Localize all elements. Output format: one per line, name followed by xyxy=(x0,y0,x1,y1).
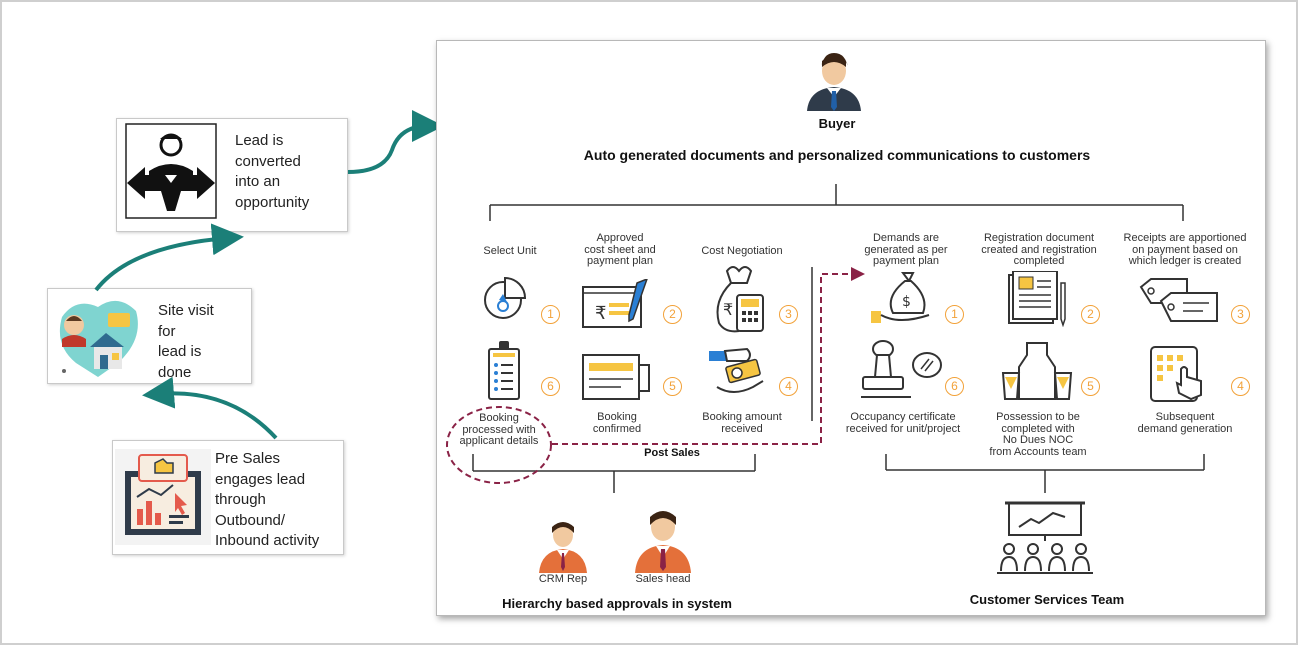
stamp-seal-icon xyxy=(861,340,942,398)
crm-rep-avatar-icon xyxy=(539,522,587,573)
step-number-2: 2 xyxy=(663,305,682,324)
panel-connectors xyxy=(446,184,1205,493)
sales-head-avatar-icon xyxy=(635,511,691,573)
site-visit-house-icon xyxy=(59,300,138,377)
step-cost-sheet-label: Approved cost sheet and payment plan xyxy=(584,232,656,267)
money-bag-calculator-icon: ₹ xyxy=(716,266,764,333)
step-receipts-label: Receipts are apportioned on payment base… xyxy=(1123,232,1247,267)
step-subsequent-demand-label: Subsequent demand generation xyxy=(1137,411,1233,435)
person-crossroads-icon xyxy=(125,123,217,219)
right-step-number-1: 1 xyxy=(945,305,964,324)
step-registration-label: Registration document created and regist… xyxy=(981,232,1097,267)
buyer-label: Buyer xyxy=(818,116,856,131)
right-step-number-4: 4 xyxy=(1231,377,1250,396)
crm-rep-label: CRM Rep xyxy=(538,573,588,585)
site-visit-card: Site visit for lead is done xyxy=(47,288,252,384)
presales-dashboard-icon xyxy=(115,449,211,545)
post-sales-panel: Buyer Auto generated documents and perso… xyxy=(436,40,1266,616)
lead-converted-card: Lead is converted into an opportunity xyxy=(116,118,348,232)
panel-heading: Auto generated documents and personalize… xyxy=(583,147,1091,163)
step-possession-label: Possession to be completed with No Dues … xyxy=(989,411,1087,458)
svg-text:$: $ xyxy=(902,294,911,310)
clipboard-checklist-icon xyxy=(488,341,520,400)
money-bag-hand-icon: $ xyxy=(871,272,930,323)
svg-text:₹: ₹ xyxy=(723,300,733,319)
dashed-flow-arrow xyxy=(552,267,865,445)
customer-services-team-icon xyxy=(997,501,1093,574)
tablet-touch-icon xyxy=(1150,346,1202,402)
pre-sales-text: Pre Sales engages lead through Outbound/… xyxy=(215,450,320,549)
arrow-presales-to-sitevisit xyxy=(142,376,278,440)
step-select-unit-label: Select Unit xyxy=(483,245,537,257)
step-booking-amount-label: Booking amount received xyxy=(702,411,782,435)
step-number-5: 5 xyxy=(663,377,682,396)
pre-sales-card: Pre Sales engages lead through Outbound/… xyxy=(112,440,344,555)
step-booking-confirmed-label: Booking confirmed xyxy=(592,411,642,435)
glass-containers-icon xyxy=(1001,342,1073,400)
post-sales-label: Post Sales xyxy=(644,447,700,459)
hierarchy-label: Hierarchy based approvals in system xyxy=(502,596,732,611)
step-demands-label: Demands are generated as per payment pla… xyxy=(864,232,948,267)
step-number-6: 6 xyxy=(541,377,560,396)
lead-converted-text: Lead is converted into an opportunity xyxy=(235,132,310,211)
customer-services-label: Customer Services Team xyxy=(969,592,1125,607)
step-number-1: 1 xyxy=(541,305,560,324)
booking-processed-highlight xyxy=(446,406,552,484)
registration-document-icon xyxy=(1008,271,1066,327)
site-visit-text: Site visit for lead is done xyxy=(158,302,214,381)
step-number-3: 3 xyxy=(779,305,798,324)
right-step-number-5: 5 xyxy=(1081,377,1100,396)
rupee-document-icon: ₹ xyxy=(582,279,648,328)
right-step-number-2: 2 xyxy=(1081,305,1100,324)
step-number-4: 4 xyxy=(779,377,798,396)
right-step-number-6: 6 xyxy=(945,377,964,396)
pie-chart-icon xyxy=(484,276,527,319)
buyer-avatar-icon xyxy=(807,53,861,111)
right-step-number-3: 3 xyxy=(1231,305,1250,324)
step-cost-negotiation-label: Cost Negotiation xyxy=(701,245,783,257)
arrow-sitevisit-to-lead xyxy=(94,223,244,292)
hand-coin-icon xyxy=(709,347,764,393)
receipt-tags-icon xyxy=(1139,278,1218,322)
booking-ticket-icon xyxy=(582,354,650,400)
arrow-lead-to-panel xyxy=(347,110,444,174)
step-booking-processed-label: Booking processed with applicant details xyxy=(459,412,539,447)
svg-text:₹: ₹ xyxy=(595,303,606,324)
sales-head-label: Sales head xyxy=(635,573,691,585)
step-occupancy-label: Occupancy certificate received for unit/… xyxy=(845,411,961,435)
